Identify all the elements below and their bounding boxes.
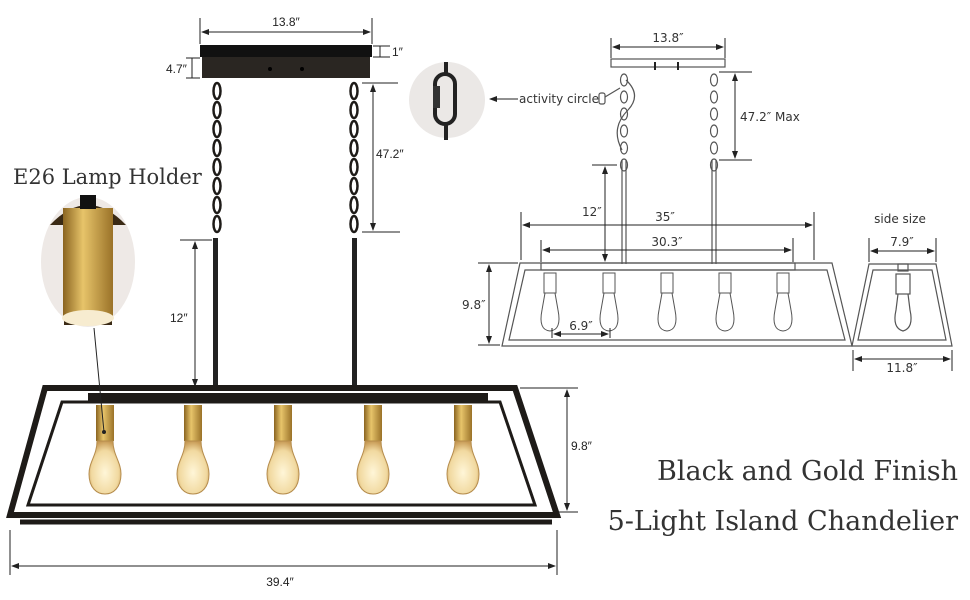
socket	[364, 405, 382, 441]
canopy-thickness-label: 1″	[392, 45, 404, 59]
socket	[274, 405, 292, 441]
canopy	[200, 45, 372, 57]
chain-link	[349, 81, 359, 101]
ld-chain-link	[709, 141, 719, 155]
side-view: side size 7.9″ 11.8″	[851, 212, 953, 375]
carabiner-closeup	[409, 62, 485, 140]
ld-wire	[616, 79, 636, 151]
chain-link	[349, 119, 359, 139]
bulb	[356, 440, 390, 495]
chain-link	[212, 214, 222, 234]
ld-chain-link	[709, 124, 719, 138]
ld-rail-length-label: 30.3″	[651, 235, 683, 249]
chain-link	[212, 157, 222, 177]
frame-length-label: 39.4″	[266, 575, 294, 589]
ld-chain-link	[709, 158, 719, 172]
ld-rod-length-label: 12″	[582, 205, 602, 219]
bulb	[88, 440, 122, 495]
ld-chain-link	[709, 107, 719, 121]
ld-canopy-width-label: 13.8″	[652, 31, 684, 45]
bulb	[176, 440, 210, 495]
chain-link	[212, 138, 222, 158]
canopy-width-label: 13.8″	[272, 15, 300, 29]
headline-finish: Black and Gold Finish	[657, 456, 958, 487]
chain-link	[349, 100, 359, 120]
rod-right	[352, 238, 357, 390]
rod-left	[213, 238, 218, 390]
chain-link	[349, 176, 359, 196]
rod-length-label: 12″	[170, 311, 188, 325]
chain-link	[349, 138, 359, 158]
ld-bulb	[773, 292, 793, 332]
ld-socket	[543, 272, 557, 294]
side-top-width-label: 7.9″	[890, 235, 914, 249]
chain-link	[212, 195, 222, 215]
chain-link	[212, 119, 222, 139]
chain-link	[212, 100, 222, 120]
frame-height-label: 9.8″	[571, 439, 593, 453]
ld-socket	[602, 272, 616, 294]
ld-bulb	[540, 292, 560, 332]
ld-socket	[776, 272, 790, 294]
ld-chain-link	[619, 107, 629, 121]
main-chandelier: 13.8″ 1″ 4.7″ 47.2″ 12″ 9.8″	[6, 15, 593, 589]
ld-chain-link	[619, 73, 629, 87]
ld-socket	[660, 272, 674, 294]
socket	[184, 405, 202, 441]
activity-circle-label: activity circle	[519, 92, 599, 106]
ld-chain-link	[709, 73, 719, 87]
ld-frame-inner	[508, 269, 846, 341]
ld-bulb	[715, 292, 735, 332]
lamp-rail	[88, 393, 488, 403]
ld-chain-link	[709, 90, 719, 104]
ld-chain-link	[619, 90, 629, 104]
ld-bulbs	[540, 272, 793, 332]
chain-link	[349, 214, 359, 234]
socket	[454, 405, 472, 441]
ld-chains	[619, 73, 719, 172]
bulbs	[88, 405, 480, 495]
chain-length-label: 47.2″	[376, 147, 404, 161]
ld-bulb-spacing-label: 6.9″	[569, 319, 593, 333]
lamp-holder-closeup	[41, 195, 135, 327]
chain-link	[212, 81, 222, 101]
ld-bulb	[599, 292, 619, 332]
ld-bulb	[657, 292, 677, 332]
lamp-holder-label: E26 Lamp Holder	[13, 165, 203, 189]
bulb	[446, 440, 480, 495]
ld-frame-height-label: 9.8″	[462, 298, 486, 312]
leader-line	[93, 327, 105, 433]
ld-chain-link	[619, 158, 629, 172]
ld-rail	[540, 262, 796, 271]
ld-chain-link	[619, 124, 629, 138]
ld-outer-length-label: 35″	[655, 210, 675, 224]
headline-product: 5-Light Island Chandelier	[608, 506, 959, 537]
ld-canopy	[610, 58, 726, 68]
chains	[212, 81, 359, 234]
chain-link	[349, 195, 359, 215]
bulb	[266, 440, 300, 495]
chain-link	[349, 157, 359, 177]
chain-link	[212, 176, 222, 196]
side-bottom-width-label: 11.8″	[886, 361, 918, 375]
ld-chain-length-label: 47.2″ Max	[740, 110, 800, 124]
line-drawing: 13.8″ activity circle 47.2″ Max 12″ 35″ …	[462, 31, 853, 347]
ld-socket	[718, 272, 732, 294]
canopy-height-label: 4.7″	[166, 62, 188, 76]
side-size-title: side size	[874, 212, 926, 226]
socket	[96, 405, 114, 441]
